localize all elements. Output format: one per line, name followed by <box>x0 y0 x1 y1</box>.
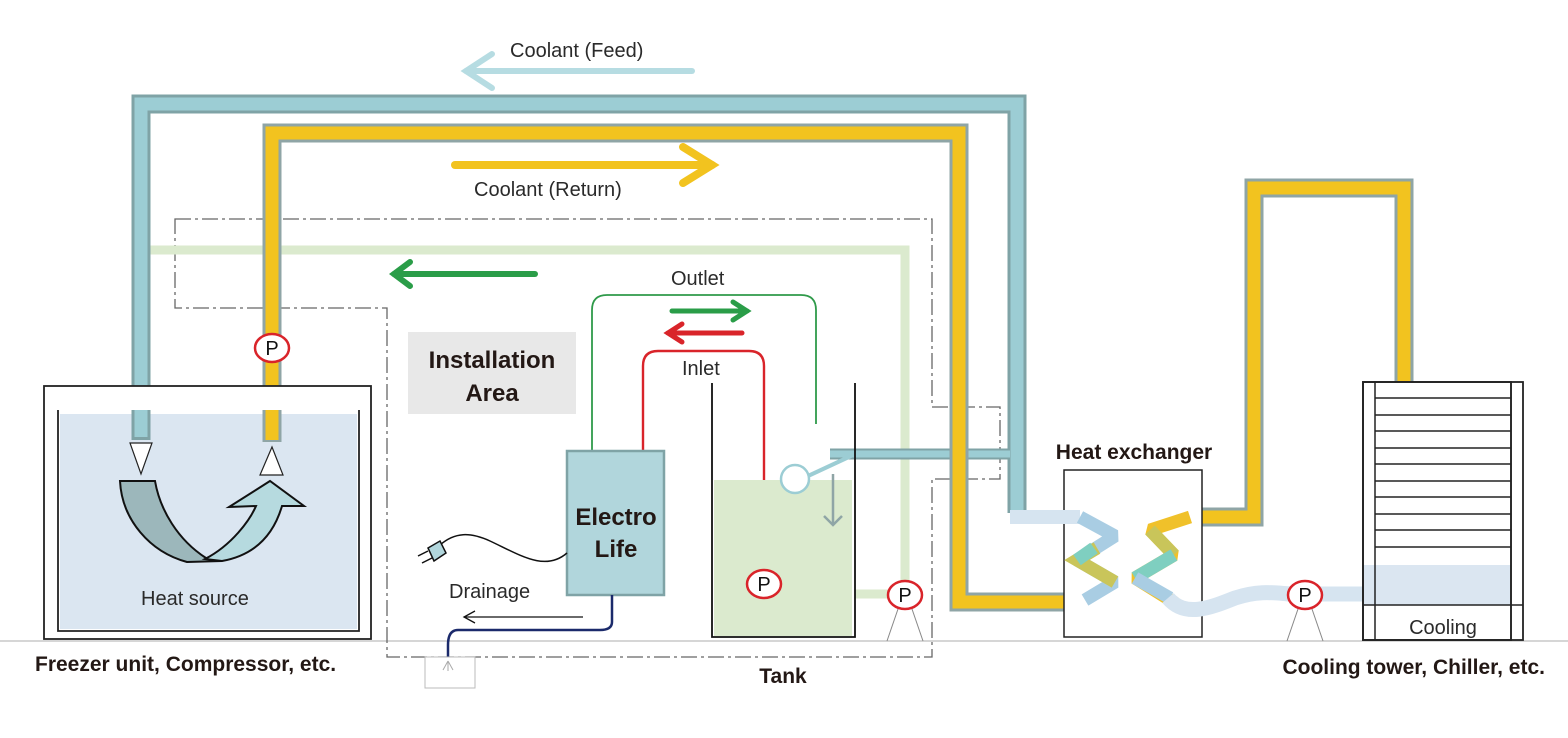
electro-life-label-line1: Electro <box>575 504 656 531</box>
drainage-label: Drainage <box>449 581 530 603</box>
cooling-tower-return-pipe-fill <box>1190 181 1411 524</box>
tank-label: Tank <box>759 665 807 688</box>
water-level-down-arrow-icon <box>823 474 843 527</box>
installation-area-label-line2: Area <box>465 380 519 407</box>
electro-life-label-line2: Life <box>595 536 638 563</box>
float-arm <box>807 454 852 478</box>
return-side-zigzag-teal <box>1131 549 1178 584</box>
return-side-zigzag-blue <box>1131 572 1174 604</box>
cooling-tower-return-pipe <box>1190 178 1414 527</box>
outlet-line <box>591 294 817 450</box>
power-cord <box>439 534 568 563</box>
installation-area-badge <box>408 332 576 414</box>
pump-label: P <box>1298 585 1311 607</box>
cooling-tower-label: Cooling tower, Chiller, etc. <box>1282 656 1545 679</box>
cooling-water-pump: P <box>1286 579 1324 642</box>
tank-loop-return-arrow <box>389 259 538 289</box>
pump-label: P <box>757 574 770 596</box>
tank-water <box>714 480 852 636</box>
tank-submersible-pump: P <box>745 568 783 600</box>
coolant-return-arrow <box>451 143 720 187</box>
drain-spray-icon <box>442 660 454 671</box>
tank-circulation-loop <box>148 245 910 592</box>
drain-outlet-box <box>424 656 476 689</box>
outlet-label: Outlet <box>671 268 725 290</box>
cooling-tower-water <box>1363 565 1511 605</box>
heat-release-arrow-icon <box>201 479 308 563</box>
tank-circulation-pump: P <box>886 579 924 642</box>
freezer-unit-label: Freezer unit, Compressor, etc. <box>35 653 336 676</box>
feed-side-zigzag-teal <box>1073 542 1098 566</box>
drain-hose <box>446 595 614 658</box>
installation-area-label-line1: Installation <box>429 347 556 374</box>
cooling-tower-louvers <box>1375 397 1511 548</box>
tank-walls <box>711 383 856 638</box>
coolant-return-label: Coolant (Return) <box>474 179 622 201</box>
coolant-feed-arrow <box>460 51 695 91</box>
pump-label: P <box>898 585 911 607</box>
inlet-line <box>641 349 766 572</box>
cooling-water-pipe <box>1162 585 1380 618</box>
drainage-arrow <box>462 610 583 624</box>
cooling-label: Cooling <box>1409 617 1477 639</box>
return-inflow-triangle-icon <box>259 445 284 476</box>
feed-outflow-triangle-icon <box>129 442 153 476</box>
heat-source-label: Heat source <box>141 588 249 610</box>
inlet-flow-arrow <box>663 321 745 345</box>
power-plug-icon <box>417 539 447 564</box>
coolant-feed-label: Coolant (Feed) <box>510 40 643 62</box>
inlet-label: Inlet <box>682 358 720 380</box>
float-valve-ball <box>779 463 811 495</box>
coolant-return-pipe-fill <box>265 126 1085 609</box>
heat-source-water <box>60 414 357 629</box>
return-pipe-pressure-gauge: P <box>253 332 291 364</box>
gauge-label: P <box>265 338 278 360</box>
electro-life-unit <box>565 449 666 597</box>
freezer-unit-inner-walls <box>57 410 360 632</box>
installation-area-boundary <box>174 218 1001 658</box>
outlet-flow-arrow <box>669 299 752 323</box>
heat-exchanger-label: Heat exchanger <box>1056 441 1212 464</box>
cooling-tower <box>1362 381 1524 641</box>
coolant-feed-pipe-fill <box>134 97 1024 513</box>
